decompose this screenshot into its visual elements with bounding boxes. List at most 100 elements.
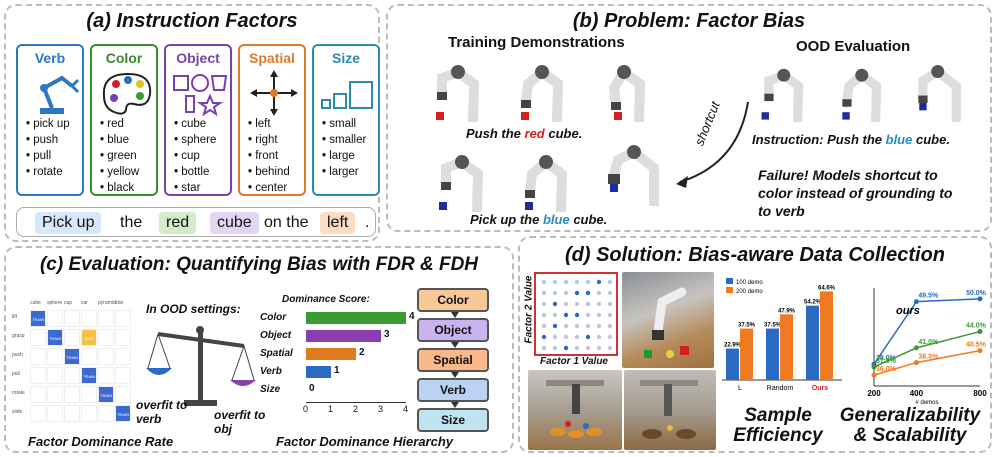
robot-arm-image	[436, 65, 480, 122]
robot-arm-image	[918, 65, 961, 122]
grid-cell	[30, 367, 46, 384]
dominance-bar	[306, 366, 331, 378]
factor-value: yellow	[100, 164, 139, 180]
grid-row-label: push	[12, 352, 23, 358]
grid-col-label: car	[81, 300, 88, 306]
scalability-value-label: 41.0%	[918, 339, 939, 346]
dominance-category-label: Spatial	[260, 348, 293, 359]
factor-value: large	[322, 148, 366, 164]
chip-verb: Pick up	[35, 212, 102, 234]
scalability-point	[977, 329, 983, 335]
grid-dot	[596, 279, 602, 285]
word-the: the	[120, 214, 143, 231]
grid-dot	[607, 312, 613, 318]
chip-spatial: left	[320, 212, 356, 234]
ur-robot-photo-1	[528, 370, 622, 450]
caption-push-red: Push the red cube.	[466, 126, 583, 141]
robot-arm-image	[608, 64, 646, 122]
grid-row-label: grasp	[12, 333, 25, 339]
grid-cell: TEST	[81, 329, 97, 346]
grid-dot	[563, 301, 569, 307]
factor-box-size: Sizesmallsmallerlargelarger	[312, 44, 380, 196]
factor-value: sphere	[174, 132, 216, 148]
grid-dot	[563, 279, 569, 285]
grid-row-label: pull	[12, 371, 20, 377]
scalability-value-label: 37.5%	[876, 358, 897, 365]
grid-dot	[563, 312, 569, 318]
panel-d-title: (d) Solution: Bias-aware Data Collection	[564, 244, 946, 266]
scalability-point	[913, 299, 919, 305]
blue-cube-icon	[842, 112, 850, 120]
factor-value: center	[248, 180, 290, 196]
factor-box-spatial: Spatialleftrightfrontbehindcenter	[238, 44, 306, 196]
efficiency-bar	[740, 328, 753, 380]
factor-value: larger	[322, 164, 366, 180]
factor-name: Color	[105, 50, 143, 66]
scalability-point	[913, 360, 919, 366]
factor-value: blue	[100, 132, 139, 148]
robot-arm-image	[761, 68, 804, 122]
fdh-label: Factor Dominance Hierarchy	[276, 434, 454, 449]
sample-efficiency-label: Sample Efficiency	[733, 405, 823, 446]
caption-pickup-blue: Pick up the blue cube.	[470, 212, 608, 227]
factor-value: star	[174, 180, 216, 196]
scalability-point	[977, 296, 983, 302]
grid-row-label: rotate	[12, 390, 25, 396]
grid-dot	[563, 290, 569, 296]
grid-cell	[64, 310, 80, 327]
grid-dot	[541, 290, 547, 296]
grid-cell	[64, 405, 80, 422]
grid-dot	[552, 290, 558, 296]
dominance-value-label: 4	[409, 311, 415, 322]
grid-dot	[585, 279, 591, 285]
grid-dot	[541, 312, 547, 318]
robot-scene-photo	[622, 272, 714, 368]
grid-dot	[596, 345, 602, 351]
grid-dot	[541, 301, 547, 307]
scalability-tick: 800	[973, 389, 987, 398]
word-period: .	[365, 214, 370, 231]
grid-dot	[596, 312, 602, 318]
factor-value: cube	[174, 116, 216, 132]
grid-col-label: pyramid	[98, 300, 116, 306]
grid-col-label: cube	[30, 300, 41, 306]
grid-dot	[541, 279, 547, 285]
grid-dot	[541, 323, 547, 329]
scalability-tick: 200	[867, 389, 881, 398]
dominance-title: Dominance Score:	[282, 294, 370, 305]
scalability-value-label: 36.0%	[876, 366, 897, 373]
grid-cell	[98, 405, 114, 422]
grid-dot	[596, 290, 602, 296]
grid-dot	[574, 290, 580, 296]
grid-col-label: cup	[64, 300, 73, 306]
hierarchy-box-verb: Verb	[417, 378, 489, 402]
grid-cell	[47, 386, 63, 403]
factor-value: cup	[174, 148, 216, 164]
grid-dot	[552, 345, 558, 351]
failure-message: Failure! Models shortcut to color instea…	[758, 167, 953, 219]
dominance-bar	[306, 330, 381, 342]
hierarchy-arrow-icon	[451, 342, 459, 348]
grid-dot	[563, 323, 569, 329]
grid-cell	[47, 310, 63, 327]
grid-cell	[115, 367, 131, 384]
shortcut-arrow-icon	[676, 101, 749, 188]
efficiency-value-label: 22.9%	[724, 343, 742, 349]
dominance-tick: 3	[378, 404, 384, 414]
robot-arm-icon	[22, 68, 82, 123]
panel-b-title: (b) Problem: Factor Bias	[572, 10, 806, 32]
grid-dot	[585, 301, 591, 307]
balance-scale-icon	[146, 326, 256, 406]
scalability-value-label: 44.0%	[966, 323, 987, 330]
robot-arm-image	[521, 65, 564, 122]
scalability-tick: 400	[910, 389, 924, 398]
efficiency-bar	[820, 291, 833, 380]
grid-dot	[596, 323, 602, 329]
blue-cube-icon	[761, 112, 769, 120]
hierarchy-box-color: Color	[417, 288, 489, 312]
grid-cell	[98, 310, 114, 327]
grid-cell: TRAIN	[64, 348, 80, 365]
grid-dot	[552, 301, 558, 307]
factor2-label: Factor 2 Value	[523, 275, 535, 344]
